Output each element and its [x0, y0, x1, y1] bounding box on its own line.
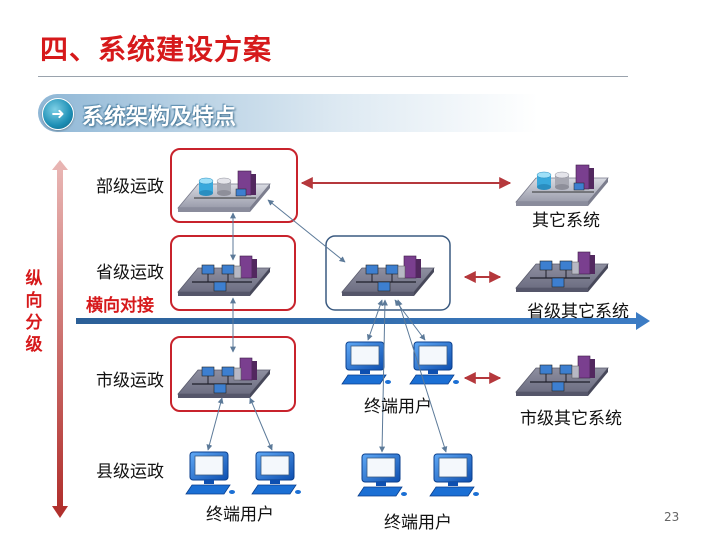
- city-other-network-icon: [515, 355, 609, 397]
- province-label: 省级运政: [96, 263, 164, 283]
- ministry-hub-link: [267, 199, 346, 263]
- terminal-icon: [357, 453, 408, 497]
- terminal-icon: [251, 451, 302, 495]
- ministry-label: 部级运政: [96, 177, 164, 197]
- province-other-systems-label: 省级其它系统: [527, 302, 629, 322]
- vertical-axis: [52, 160, 68, 518]
- horizontal-axis: [76, 312, 650, 330]
- terminal-users-label: 终端用户: [206, 505, 274, 525]
- horizontal-docking-label: 横向对接: [86, 296, 154, 316]
- title-divider: [38, 76, 628, 77]
- province-other-network-icon: [515, 251, 609, 293]
- hub-terminal-link: [396, 299, 448, 453]
- section-heading: 系统架构及特点: [82, 105, 237, 130]
- hub-terminal-link: [379, 299, 388, 453]
- city-terminal-link: [206, 397, 224, 451]
- vertical-grading-label: 纵向分级: [25, 269, 43, 355]
- other-system-server-icon: [515, 164, 609, 207]
- county-label: 县级运政: [96, 462, 164, 482]
- arrow-bullet-icon: ➜: [42, 98, 74, 130]
- city-label: 市级运政: [96, 371, 164, 391]
- terminal-icon: [185, 451, 236, 495]
- terminal-icon: [429, 453, 480, 497]
- terminal-users-label: 终端用户: [364, 397, 432, 417]
- slide-title: 四、系统建设方案: [40, 33, 273, 66]
- section-banner: ➜ 系统架构及特点: [38, 94, 538, 132]
- page-number: 23: [664, 510, 680, 524]
- other-systems-label: 其它系统: [532, 211, 600, 231]
- terminal-icon: [409, 341, 460, 385]
- terminal-users-label: 终端用户: [384, 513, 452, 533]
- city-other-systems-label: 市级其它系统: [520, 409, 622, 429]
- city-terminal-link: [249, 397, 273, 451]
